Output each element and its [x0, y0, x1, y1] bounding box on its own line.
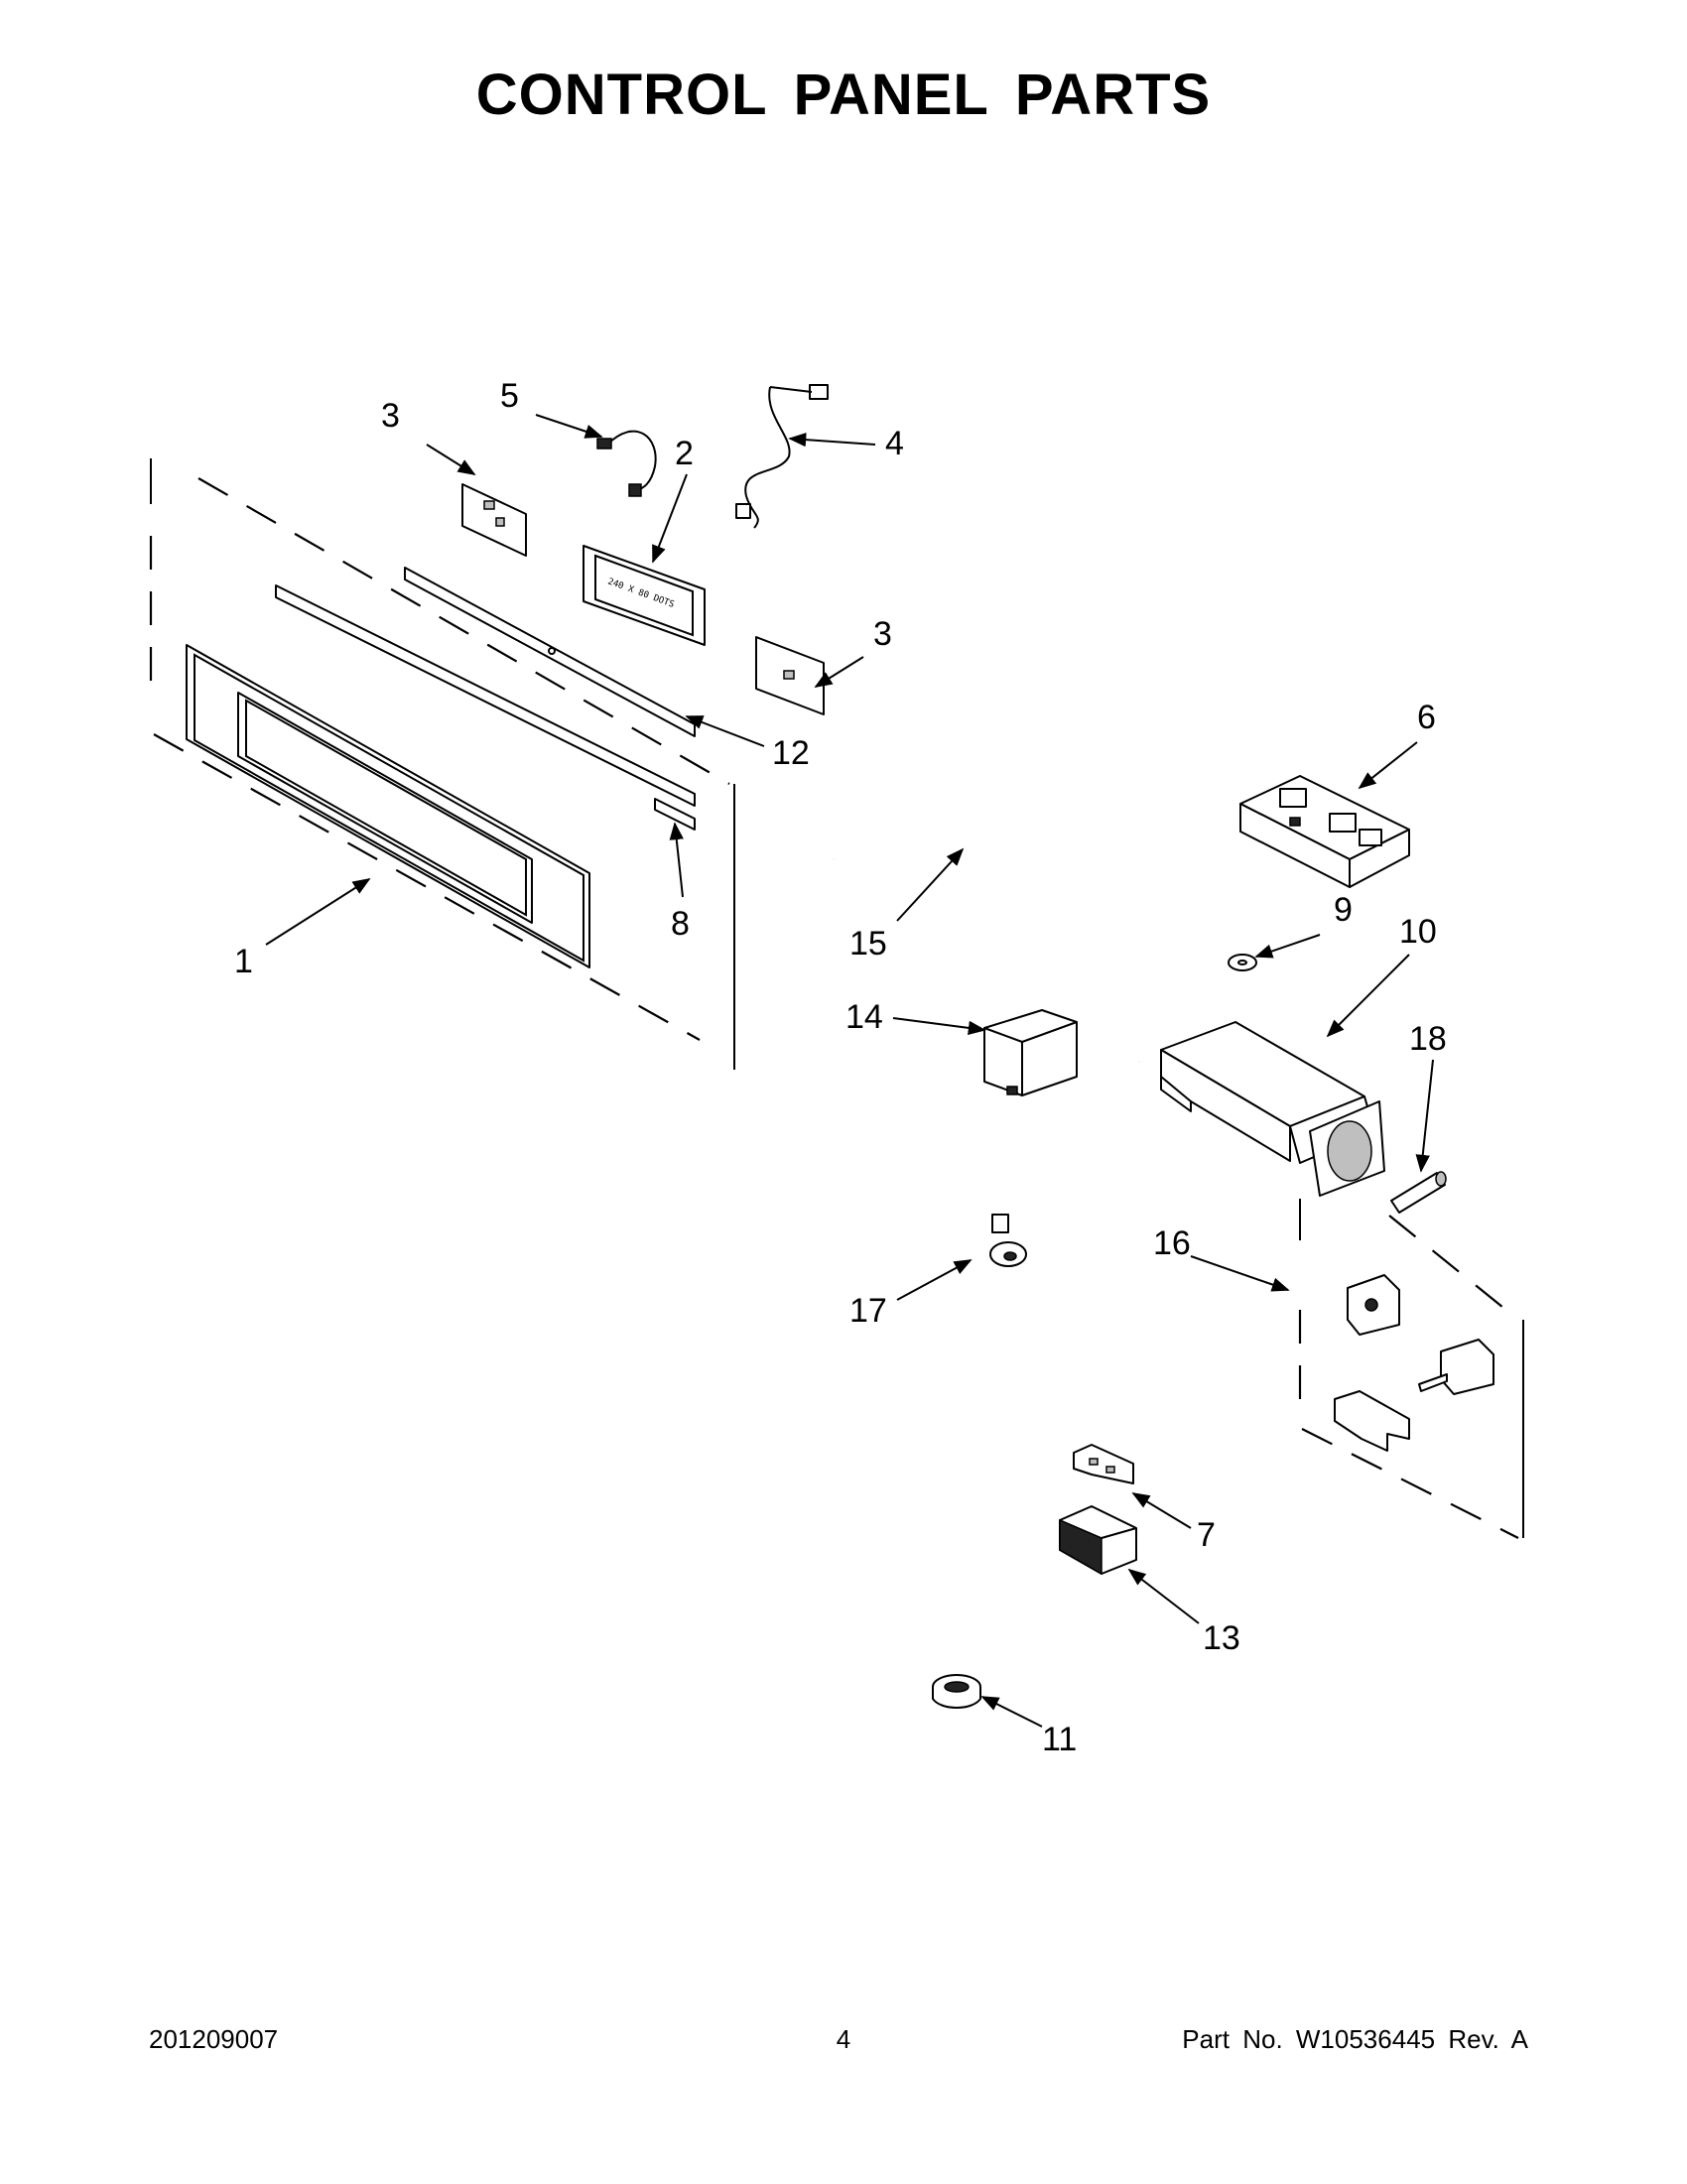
- callout-1: 1: [234, 943, 253, 980]
- callout-10: 10: [1399, 913, 1437, 951]
- callout-18: 18: [1409, 1020, 1447, 1058]
- leader-arrows: [265, 414, 1434, 1728]
- part-18-fuse[interactable]: [1390, 1171, 1447, 1214]
- callout-6: 6: [1417, 699, 1436, 736]
- footer-page-number: 4: [836, 2024, 851, 2054]
- part-11-nut[interactable]: [932, 1674, 981, 1709]
- part-3-circuit-board-top[interactable]: [461, 483, 527, 557]
- part-15-gasket[interactable]: [831, 814, 1189, 1063]
- footer-part-number: Part No. W10536445 Rev. A: [1182, 2024, 1528, 2054]
- part-12-trim-strip[interactable]: [275, 567, 696, 807]
- footer-date-code: 201209007: [149, 2024, 279, 2054]
- callout-8: 8: [671, 905, 690, 943]
- part-6-relay-board[interactable]: [1239, 775, 1410, 888]
- page-title: CONTROL PANEL PARTS: [475, 63, 1212, 127]
- part-1-control-panel[interactable]: [186, 644, 590, 968]
- part-16-outline: [1298, 1199, 1524, 1539]
- callout-13: 13: [1203, 1619, 1240, 1657]
- part-8-end-strip[interactable]: [654, 798, 696, 831]
- callout-4: 4: [885, 425, 904, 462]
- part-4-wire-harness[interactable]: [735, 384, 829, 529]
- part-3-circuit-board-right[interactable]: [755, 636, 825, 715]
- callout-11: 11: [1042, 1721, 1077, 1758]
- callout-14: 14: [845, 998, 883, 1036]
- part-16-switch-assembly[interactable]: [1334, 1274, 1494, 1452]
- callout-15: 15: [849, 925, 887, 963]
- part-7-terminal-block[interactable]: [1073, 1444, 1134, 1484]
- part-9-washer[interactable]: [1228, 954, 1257, 971]
- callout-labels: 1 2 3 3 4 5 6 7 8 9 10 11 12 13 14 15 16…: [234, 377, 1447, 1758]
- callout-16: 16: [1153, 1224, 1191, 1262]
- callout-2: 2: [675, 435, 694, 472]
- part-10-cooling-fan[interactable]: [1160, 1021, 1385, 1197]
- part-13-switch[interactable]: [1059, 1505, 1137, 1576]
- part-14-bracket[interactable]: [983, 1009, 1078, 1096]
- callout-3-top: 3: [381, 397, 400, 435]
- callout-5: 5: [500, 377, 519, 415]
- control-panel-assembly-outline: [149, 458, 735, 1070]
- part-5-wire-loop[interactable]: [596, 430, 657, 497]
- callout-9: 9: [1334, 891, 1353, 929]
- part-2-display-board[interactable]: 240 X 80 DOTS: [583, 545, 706, 646]
- callout-12: 12: [772, 734, 810, 772]
- callout-3-right: 3: [873, 615, 892, 653]
- part-17-thermostat[interactable]: [989, 1214, 1027, 1267]
- callout-7: 7: [1197, 1516, 1216, 1554]
- callout-17: 17: [849, 1292, 887, 1330]
